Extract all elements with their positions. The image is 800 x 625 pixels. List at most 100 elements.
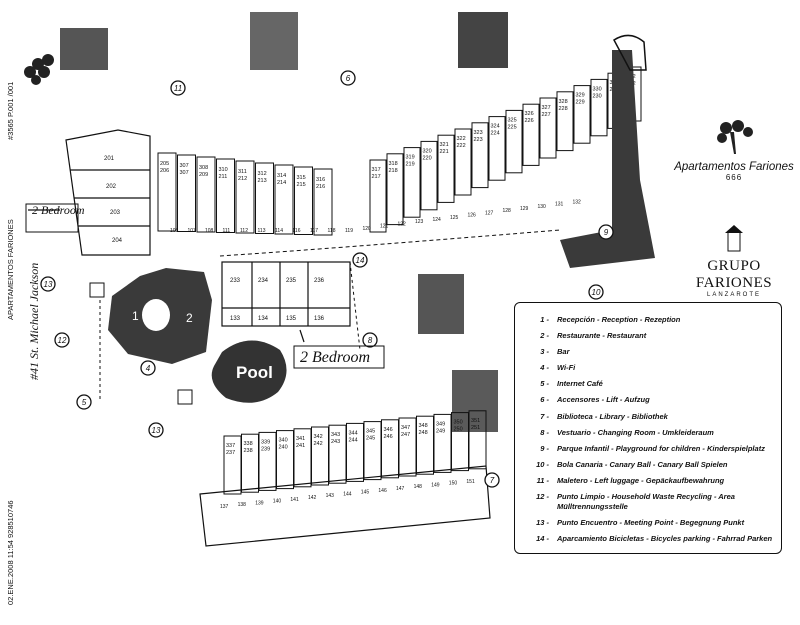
- marker-circle: [170, 80, 186, 96]
- legend-text: Recepción - Reception - Rezeption: [557, 315, 681, 324]
- legend-item: 1 - Recepción - Reception - Rezeption: [525, 315, 773, 325]
- brand-sub: 666: [725, 173, 743, 182]
- unit-label: 242: [314, 441, 323, 447]
- unit-label: 151: [466, 479, 475, 485]
- unit-label: 212: [238, 176, 247, 182]
- unit-label: 329: [576, 93, 585, 99]
- unit-label: 137: [220, 504, 229, 510]
- legend-text: Aparcamiento Bicicletas - Bicycles parki…: [557, 533, 773, 543]
- unit-label: 227: [542, 112, 551, 118]
- marker-1-label: 1: [132, 309, 139, 323]
- photos-group: [60, 12, 508, 432]
- unit-label: 217: [372, 174, 381, 180]
- unit-label: 238: [244, 448, 253, 454]
- group-name: GRUPO FARIONES: [695, 258, 773, 291]
- unit-label: 129: [520, 206, 529, 212]
- unit-label: 107: [188, 228, 197, 234]
- apartment-unit: [454, 128, 472, 196]
- unit-label: 112: [240, 228, 248, 234]
- marker-number: 12: [58, 336, 67, 345]
- marker-circle: [340, 70, 356, 86]
- legend-text: Parque Infantil - Playground for childre…: [557, 443, 765, 453]
- fax-header: #3565 P.001 /001 APARTAMENTOS FARIONES 0…: [4, 60, 15, 605]
- fax-bottom: 02.ENE.2008 11:54 928510746: [6, 500, 15, 605]
- marker-circle: [352, 252, 368, 268]
- apartment-unit: [294, 166, 313, 235]
- legend-text: Biblioteca - Library - Bibliothek: [557, 411, 668, 421]
- legend-text: Punto Limpio - Household Waste Recycling…: [557, 492, 735, 511]
- unit-label: 122: [398, 221, 407, 227]
- unit-label: 131: [555, 202, 564, 208]
- marker-circle: [362, 332, 378, 348]
- apartment-unit: [556, 91, 574, 152]
- unit-label: 121: [380, 224, 389, 230]
- apartment-row-north-west: 2052063073073082093102113112123122133142…: [157, 152, 333, 236]
- photo-thumbnail: [418, 274, 464, 334]
- unit-label: 203: [110, 210, 121, 216]
- bedroom-note-box: [293, 345, 385, 369]
- unit-label: 350: [454, 420, 463, 426]
- unit-label: 214: [277, 180, 286, 186]
- unit-label: 120: [363, 226, 372, 232]
- walkway-dashed: [349, 261, 361, 351]
- unit-label: 237: [226, 450, 235, 456]
- unit-label: 307: [180, 170, 189, 176]
- unit-label: 202: [106, 184, 117, 190]
- apartment-unit: [573, 85, 591, 144]
- marker-circle: [76, 394, 92, 410]
- unit-label: 324: [491, 124, 500, 130]
- unit-label: 139: [255, 500, 264, 506]
- arrow-icon: [299, 329, 305, 343]
- unit-label: 343: [331, 432, 340, 438]
- legend-number: 3 -: [540, 347, 549, 357]
- unit-label: 345: [366, 429, 375, 435]
- unit-label: 344: [349, 430, 358, 436]
- legend-number: 8 -: [540, 427, 549, 437]
- marker-circle: [598, 224, 614, 240]
- unit-label: 235: [286, 278, 297, 284]
- reception-patio: [142, 299, 170, 331]
- unit-label: 325: [508, 117, 517, 123]
- legend-item: 11 -Maletero - Left luggage - Gepäckaufb…: [525, 476, 773, 486]
- marker-2-label: 2: [186, 311, 193, 325]
- marker-number: 6: [346, 74, 351, 83]
- unit-label: 323: [474, 130, 483, 136]
- unit-label: 327: [542, 105, 551, 111]
- fariones-logo-icon: [717, 120, 753, 154]
- unit-label: 126: [468, 213, 477, 219]
- unit-label: 206: [160, 168, 169, 174]
- unit-label: 223: [474, 137, 483, 143]
- east-walkway: [560, 50, 655, 268]
- unit-label: 113: [258, 228, 266, 234]
- tower-logo-icon: [725, 225, 743, 252]
- unit-label: 247: [401, 432, 410, 438]
- unit-label: 339: [261, 439, 270, 445]
- unit-label: 149: [431, 482, 440, 488]
- legend-number: 7 -: [540, 411, 549, 421]
- unit-label: 114: [275, 228, 283, 234]
- unit-label: 322: [457, 136, 466, 142]
- legend-number: 5 -: [540, 379, 549, 389]
- apartment-unit: [539, 97, 557, 159]
- marker-number: 14: [356, 256, 365, 265]
- unit-label: 128: [503, 208, 512, 214]
- unit-label: 136: [314, 316, 325, 322]
- fax-header-text: #3565 P.001 /001 APARTAMENTOS FARIONES 0…: [6, 82, 15, 605]
- unit-label: 201: [104, 156, 115, 162]
- unit-label: 330: [593, 86, 602, 92]
- unit-label: 224: [491, 131, 500, 137]
- marker-number: 8: [368, 336, 373, 345]
- unit-label: 317: [372, 167, 381, 173]
- unit-label: 251: [471, 425, 480, 431]
- unit-label: 116: [293, 228, 301, 234]
- fax-middle: APARTAMENTOS FARIONES: [6, 219, 15, 320]
- unit-label: 312: [258, 171, 267, 177]
- legend-text: Maletero - Left luggage - Gepäckaufbewah…: [557, 475, 725, 485]
- unit-label: 138: [238, 502, 247, 508]
- legend-number: 10 -: [536, 459, 549, 469]
- apartment-unit: [505, 109, 523, 174]
- unit-label: 248: [419, 430, 428, 436]
- legend-number: 1 -: [540, 315, 549, 324]
